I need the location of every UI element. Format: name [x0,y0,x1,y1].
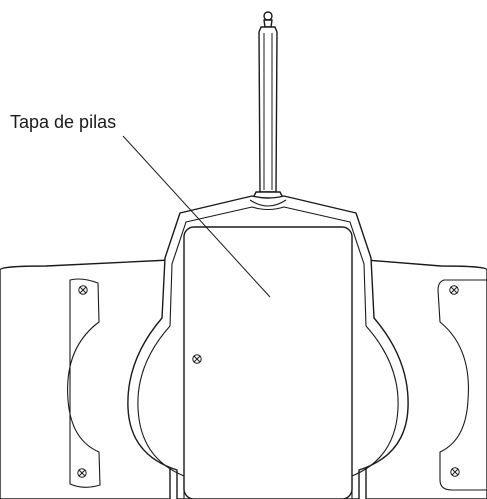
screw-icon [77,468,87,478]
left-grip [0,259,171,499]
antenna-rod [258,26,278,193]
callout-leader-line [122,135,271,298]
left-grip-outline [0,259,171,499]
screw-icon [78,285,88,295]
antenna [251,11,285,201]
callout-label: Tapa de pilas [10,112,116,132]
antenna-tip [263,11,273,21]
callout: Tapa de pilas [10,112,271,298]
screw-icon [192,354,202,364]
antenna-tip-neck [263,19,273,28]
battery-cover [183,226,353,499]
screw-icon [450,467,460,477]
antenna-socket [249,199,287,207]
screw-icon [449,285,459,295]
battery-cover-panel [183,226,353,499]
body-inner-contour [137,206,399,499]
right-grip-panel [437,279,487,491]
left-grip-panel [67,278,101,488]
